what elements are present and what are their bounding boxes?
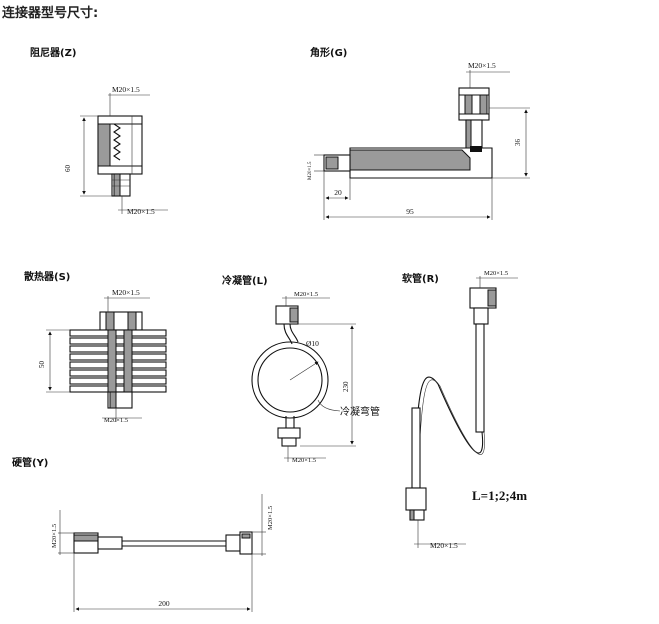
condenser-l-note: 冷凝弯管	[340, 405, 380, 418]
angle-g-height: 36	[514, 139, 522, 147]
angle-g-step: 20	[334, 188, 342, 197]
rigid-y-thread-right: M20×1.5	[267, 506, 274, 530]
damper-z-thread-bottom: M20×1.5	[127, 207, 155, 216]
rigid-y-thread-left: M20×1.5	[51, 524, 58, 548]
hose-r-thread-top: M20×1.5	[484, 270, 508, 277]
hose-r-label: 软管(R)	[402, 272, 439, 285]
rigid-y-label: 硬管(Y)	[12, 456, 48, 469]
angle-g-label: 角形(G)	[310, 46, 347, 59]
page-title: 连接器型号尺寸:	[2, 6, 99, 21]
condenser-l-height: 230	[342, 381, 350, 392]
damper-z-height: 60	[64, 165, 72, 173]
hose-r-length-options: L=1;2;4m	[472, 488, 527, 503]
condenser-l-drawing: 冷凝管(L) Ø10 冷凝弯管 M20×1.5 230 M20×1.5	[222, 274, 380, 464]
angle-g-drawing: 角形(G) M20×1.5 36 M20×1.5 20 95	[308, 46, 530, 220]
radiator-s-thread-top: M20×1.5	[112, 288, 140, 297]
radiator-s-drawing: 散热器(S) M20×1.5 50 M20×1.5	[24, 270, 167, 424]
damper-z-drawing: 阻尼器(Z) M20×1.5 60 M20×1.5	[30, 47, 168, 216]
damper-z-thread-top: M20×1.5	[112, 85, 140, 94]
radiator-s-thread-bottom: M20×1.5	[104, 417, 128, 424]
condenser-l-thread-top: M20×1.5	[294, 291, 318, 298]
angle-g-length: 95	[406, 207, 414, 216]
damper-z-label: 阻尼器(Z)	[30, 47, 76, 59]
hose-r-thread-bottom: M20×1.5	[430, 541, 458, 550]
angle-g-thread-side: M20×1.5	[308, 161, 313, 180]
rigid-y-length: 200	[158, 599, 170, 608]
radiator-s-height: 50	[38, 361, 46, 369]
condenser-l-diameter: Ø10	[306, 339, 319, 348]
rigid-y-drawing: 硬管(Y) M20×1.5 M20×1.5 200	[12, 456, 274, 612]
angle-g-thread-top: M20×1.5	[468, 61, 496, 70]
radiator-s-label: 散热器(S)	[24, 270, 70, 283]
condenser-l-thread-bottom: M20×1.5	[292, 457, 316, 464]
condenser-l-label: 冷凝管(L)	[222, 274, 268, 287]
hose-r-drawing: 软管(R) M20×1.5 L=1;2;4m M20×1.5	[402, 270, 527, 550]
